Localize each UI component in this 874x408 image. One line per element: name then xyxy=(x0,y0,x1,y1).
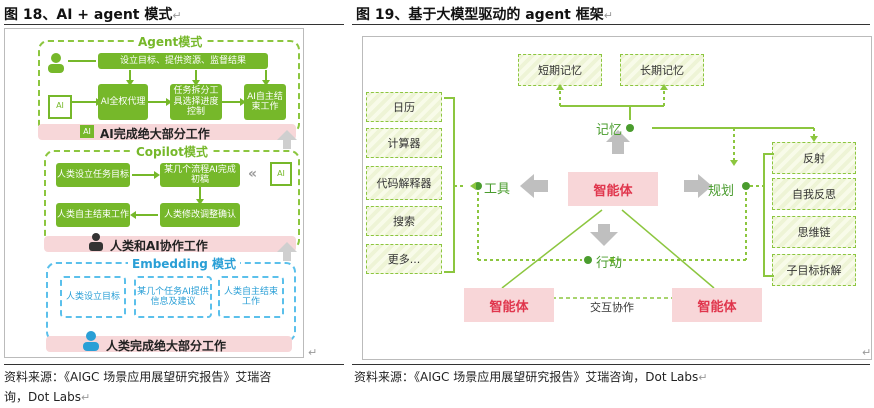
plan-item-chain-of-thought: 思维链 xyxy=(772,216,856,248)
title-rule-left xyxy=(4,24,344,25)
agent-arrows xyxy=(68,60,270,106)
planning-label: 规划 xyxy=(708,184,735,199)
agent-band xyxy=(38,124,296,140)
source-right: 资料来源：《AIGC 场景应用展望研究报告》艾瑞咨询，Dot Labs↵ xyxy=(354,370,708,384)
agent-top-box: 设立目标、提供资源、监督结果 xyxy=(98,53,268,69)
framework-connectors xyxy=(444,84,818,299)
agent-full-proxy-box: AI全权代理 xyxy=(98,84,148,120)
person-icon-2 xyxy=(82,330,100,352)
agent-right-box: 智能体 xyxy=(672,288,762,322)
agent-task-box: 任务拆分工具选择进度控制 xyxy=(170,84,222,120)
double-chevron-left-icon: « xyxy=(248,166,258,182)
copilot-band-text: 人类和AI协作工作 xyxy=(110,239,208,253)
interaction-label: 交互协作 xyxy=(590,301,634,314)
ai-document-icon-2: AI xyxy=(270,162,292,186)
person-icon xyxy=(46,52,66,74)
tool-item-code-interpreter: 代码解释器 xyxy=(366,166,442,200)
embedding-box-1: 人类设立目标 xyxy=(60,276,126,318)
ai-document-icon: AI xyxy=(48,95,72,119)
plan-item-subgoal: 子目标拆解 xyxy=(772,254,856,286)
tool-item-more: 更多... xyxy=(366,244,442,274)
up-arrow-icon xyxy=(276,128,298,150)
copilot-box-2: 某几个流程AI完成初稿 xyxy=(160,163,240,187)
figure-18-title: 图 18、AI + agent 模式↵ xyxy=(4,7,182,23)
long-memory-box: 长期记忆 xyxy=(620,54,704,86)
source-rule-left xyxy=(4,364,344,365)
source-rule-right xyxy=(352,364,870,365)
embedding-mode-title: Embedding 模式 xyxy=(128,255,241,272)
tool-item-calculator: 计算器 xyxy=(366,128,442,158)
agent-left-box: 智能体 xyxy=(464,288,554,322)
tool-item-calendar: 日历 xyxy=(366,92,442,122)
figure-18-panel xyxy=(4,28,304,358)
embedding-band xyxy=(46,336,292,352)
copilot-box-4: 人类修改调整确认 xyxy=(160,203,240,227)
ai-badge-icon: AI xyxy=(80,125,94,138)
person-robot-icon xyxy=(88,232,104,252)
plan-item-reflection: 反射 xyxy=(772,142,856,174)
action-label: 行动 xyxy=(596,256,623,271)
up-arrow-icon-2 xyxy=(276,240,298,262)
source-left-line2: 询，Dot Labs↵ xyxy=(4,390,91,404)
title-rule-right xyxy=(352,24,870,25)
agent-mode-title: Agent模式 xyxy=(134,33,207,50)
source-left-line1: 资料来源：《AIGC 场景应用展望研究报告》艾瑞咨 xyxy=(4,370,272,384)
tool-item-search: 搜索 xyxy=(366,206,442,236)
agent-band-text: AI完成绝大部分工作 xyxy=(100,127,210,141)
figure-19-title: 图 19、基于大模型驱动的 agent 框架↵ xyxy=(356,7,613,23)
paragraph-mark-right: ↵ xyxy=(862,346,872,359)
copilot-mode-title: Copilot模式 xyxy=(132,143,212,160)
figure-19-panel xyxy=(362,36,872,360)
tools-label: 工具 xyxy=(484,182,511,197)
plan-item-self-reflection: 自我反思 xyxy=(772,178,856,210)
short-memory-box: 短期记忆 xyxy=(518,54,602,86)
memory-label: 记忆 xyxy=(596,123,623,138)
copilot-arrows xyxy=(130,171,204,219)
paragraph-mark: ↵ xyxy=(308,346,318,359)
copilot-box-3: 人类自主结束工作 xyxy=(56,203,130,227)
embedding-box-2: 某几个任务AI提供信息及建议 xyxy=(134,276,212,318)
copilot-box-1: 人类设立任务目标 xyxy=(56,163,130,187)
embedding-box-3: 人类自主结束工作 xyxy=(218,276,284,318)
embedding-band-text: 人类完成绝大部分工作 xyxy=(106,339,227,353)
agent-center-box: 智能体 xyxy=(568,172,658,206)
agent-end-box: AI自主结束工作 xyxy=(244,84,286,120)
copilot-band xyxy=(44,236,296,252)
